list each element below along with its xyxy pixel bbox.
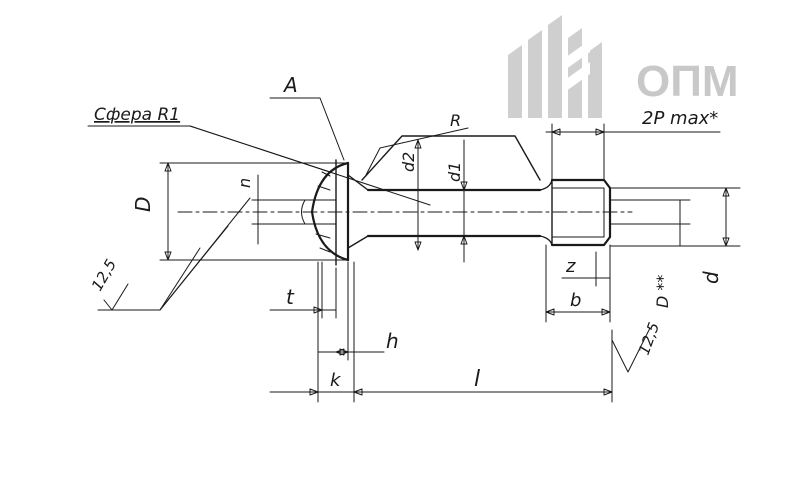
roughness-mark-left: 12,5 [88,197,251,311]
label-D-left: D [131,197,155,212]
dim-head-flange: h [317,261,399,361]
radius-callout: R [365,111,469,176]
label-h: h [386,329,399,353]
label-sphere: Сфера R1 [94,105,180,125]
label-D-right: D ** [653,275,672,308]
label-k: k [330,370,342,391]
label-d1: d1 [445,162,464,182]
label-b: b [570,290,581,311]
sphere-callout: Сфера R1 [87,105,431,206]
dim-thread-runout: 2P max* [545,108,721,181]
label-d2: d2 [399,152,418,172]
dim-thread-diameter: d [609,187,741,284]
label-R: R [450,111,461,130]
dim-slot-depth: t [269,261,337,319]
dim-head-diameter: D [131,162,349,261]
label-rough-left: 12,5 [88,256,120,294]
label-A: A [282,73,298,97]
dim-neck-diameters: d2 d1 [399,139,468,263]
label-z: z [565,256,576,277]
roughness-mark-right: 12,5 [611,320,663,373]
dim-overall-length: k l [269,261,613,403]
label-l: l [474,367,480,392]
opm-logo-mark [508,15,602,118]
opm-logo-text: ОПМ [636,57,739,106]
dim-slot-width: n [235,174,306,245]
opm-logo: ОПМ [508,15,739,118]
label-pitch: 2P max* [642,108,718,129]
dim-thread-length: z b [545,244,611,323]
screw-shank [361,135,553,246]
dim-inner-thread: D ** [609,199,691,308]
label-d: d [699,271,723,284]
label-t: t [286,285,295,309]
view-label-A: A [269,73,345,161]
label-n: n [235,178,254,188]
label-rough-right: 12,5 [635,320,663,358]
